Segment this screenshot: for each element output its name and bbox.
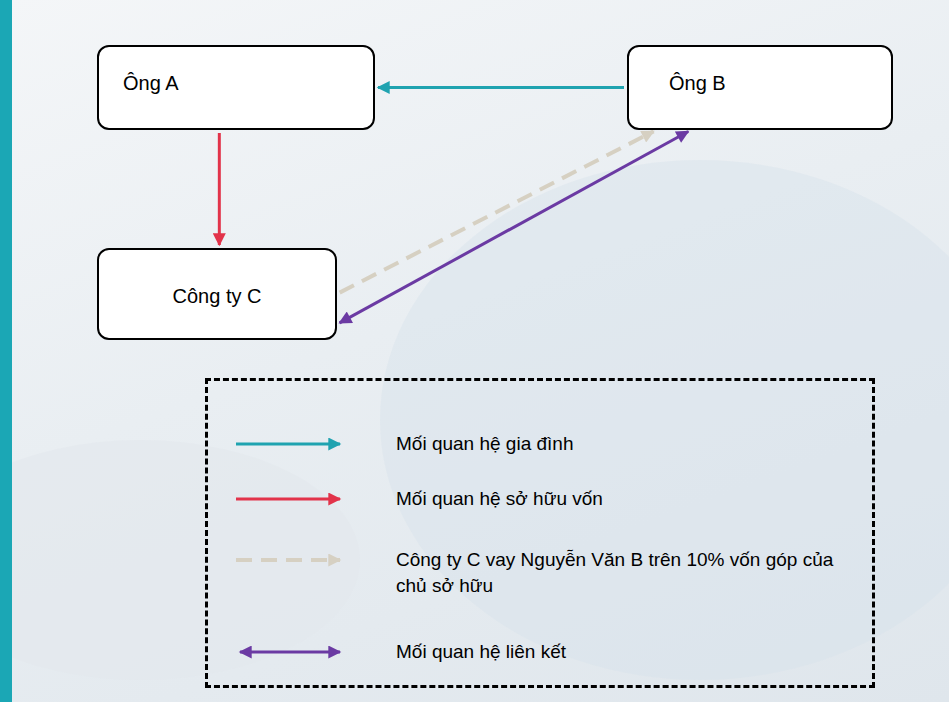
person-box: Ông A	[97, 45, 375, 130]
legend-label: Mối quan hệ sở hữu vốn	[396, 486, 603, 512]
background-blur	[380, 160, 949, 680]
legend-sample-line	[236, 642, 346, 662]
legend-sample-line	[236, 550, 346, 570]
legend-arrow	[236, 558, 340, 562]
relation-arrow	[340, 131, 654, 292]
background-blur	[0, 440, 360, 680]
relation-arrow	[218, 133, 221, 245]
node-label: Ông B	[669, 71, 891, 95]
relation-arrow	[340, 131, 689, 322]
person-box: Công ty C	[97, 248, 337, 340]
legend-arrow	[236, 498, 340, 501]
person-box: Ông B	[627, 45, 893, 130]
side-bar	[0, 0, 12, 702]
node-label: Ông A	[123, 71, 373, 95]
legend-label: Mối quan hệ liên kết	[396, 639, 566, 665]
legend-arrow	[240, 651, 340, 654]
legend-label: Mối quan hệ gia đình	[396, 431, 573, 457]
legend-sample-line	[236, 434, 346, 454]
legend-sample-line	[236, 489, 346, 509]
node-label: Công ty C	[99, 284, 335, 308]
legend-box: Mối quan hệ gia đìnhMối quan hệ sở hữu v…	[205, 378, 875, 688]
legend-label: Công ty C vay Nguyễn Văn B trên 10% vốn …	[396, 547, 866, 598]
relation-arrow	[378, 86, 624, 89]
legend-arrow	[236, 443, 340, 446]
